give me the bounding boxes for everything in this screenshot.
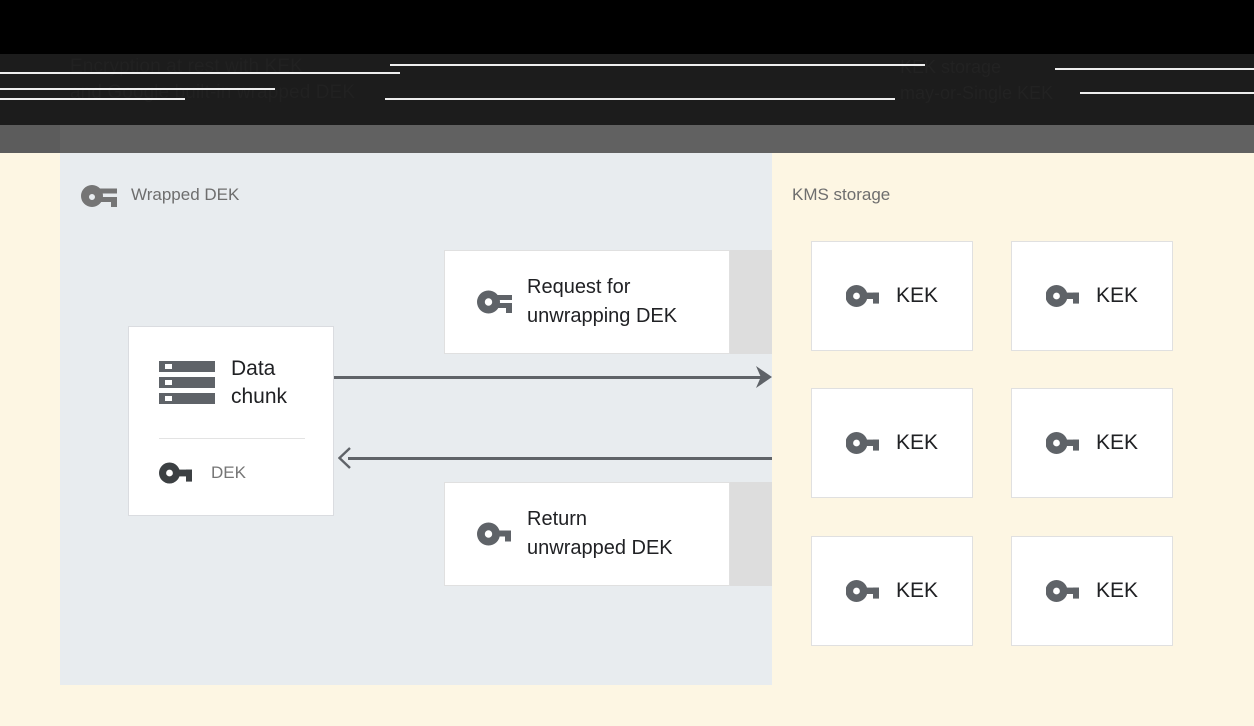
return-message-card[interactable]: Return unwrapped DEK (444, 482, 730, 586)
header-rule-2 (390, 64, 925, 66)
kek-label: KEK (1095, 431, 1139, 454)
kek-box[interactable]: KEK (1011, 388, 1173, 498)
return-card-shadow (730, 482, 772, 586)
key-icon (159, 460, 193, 486)
data-chunk-card[interactable]: Data chunk DEK (128, 326, 334, 516)
kek-box[interactable]: KEK (1011, 241, 1173, 351)
top-black-bar (0, 0, 1254, 54)
key-icon (845, 578, 880, 604)
card-divider (159, 438, 305, 439)
header-rule-4 (0, 88, 275, 90)
header-rule-6 (385, 98, 895, 100)
dek-label: DEK (211, 463, 246, 482)
toolbar-gray-band-left (0, 125, 60, 153)
key-icon (845, 283, 880, 309)
kek-box[interactable]: KEK (1011, 536, 1173, 646)
return-arrow (348, 457, 772, 460)
key-icon (1045, 430, 1080, 456)
header-rule-1 (0, 72, 400, 74)
key-icon (1045, 283, 1080, 309)
arrow-left-head-icon (337, 447, 352, 469)
kek-label: KEK (1095, 579, 1139, 602)
key-icon (80, 181, 118, 211)
wrapped-dek-label: Wrapped DEK (131, 185, 240, 204)
return-message-text: Return unwrapped DEK (527, 508, 673, 559)
kek-box[interactable]: KEK (811, 388, 973, 498)
kek-label: KEK (1095, 284, 1139, 307)
request-card-shadow (730, 250, 772, 354)
data-chunk-title: Data chunk (231, 357, 288, 408)
kek-label: KEK (895, 579, 939, 602)
request-message-text: Request for unwrapping DEK (527, 276, 678, 327)
header-rule-5 (0, 98, 185, 100)
kms-storage-label: KMS storage (792, 185, 891, 204)
key-icon (1045, 578, 1080, 604)
data-chunk-dek-row: DEK (159, 460, 246, 486)
server-icon (159, 359, 215, 407)
page-title: Encryption at rest with KEK and Google b… (70, 56, 356, 103)
request-arrow (334, 376, 762, 379)
toolbar-gray-band (0, 125, 1254, 153)
kek-label: KEK (895, 284, 939, 307)
key-icon (477, 520, 513, 548)
key-icon (477, 288, 513, 316)
key-icon (845, 430, 880, 456)
header-secondary-title: KEK storage may-or-Single KEK (900, 57, 1054, 103)
kek-box[interactable]: KEK (811, 536, 973, 646)
kek-box[interactable]: KEK (811, 241, 973, 351)
header-rule-7 (1080, 92, 1254, 94)
data-chunk-header: Data chunk (159, 355, 287, 411)
kek-label: KEK (895, 431, 939, 454)
request-message-card[interactable]: Request for unwrapping DEK (444, 250, 730, 354)
header-rule-3 (1055, 68, 1254, 70)
